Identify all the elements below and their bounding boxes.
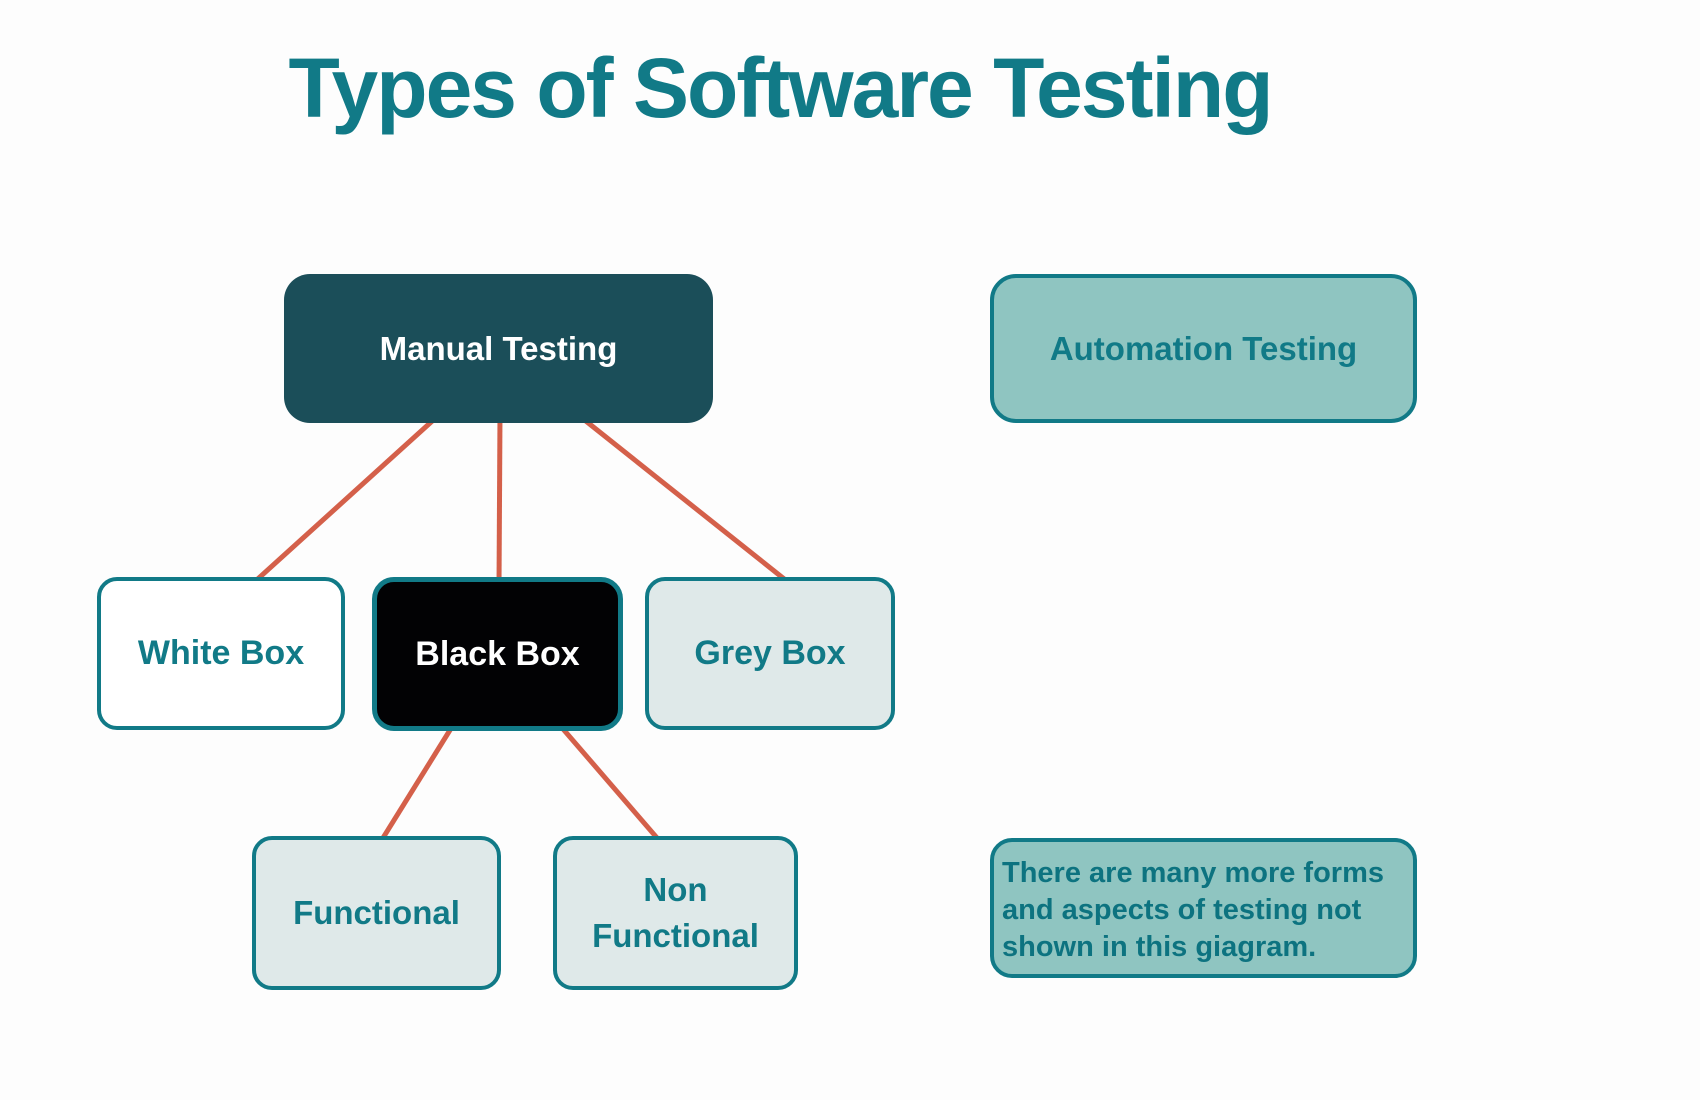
- edge-manual-to-black_box: [496, 413, 503, 587]
- node-black-box-label: Black Box: [415, 634, 580, 673]
- edge-black_box-to-functional: [375, 720, 458, 848]
- edge-black_box-to-non_functional: [555, 720, 666, 848]
- node-white-box-label: White Box: [137, 634, 305, 672]
- node-automation-testing: Automation Testing: [990, 274, 1417, 423]
- node-non-functional-label: Non Functional: [592, 870, 759, 954]
- node-black-box: Black Box: [372, 577, 623, 731]
- node-grey-box-label: Grey Box: [694, 634, 846, 672]
- note-text: There are many more forms and aspects of…: [1002, 857, 1384, 963]
- node-white-box: White Box: [97, 577, 345, 730]
- edge-manual-to-white_box: [248, 412, 442, 588]
- node-manual-testing-label: Manual Testing: [379, 329, 618, 367]
- diagram-title: Types of Software Testing: [288, 41, 1273, 135]
- node-functional: Functional: [252, 836, 501, 990]
- edge-manual-to-grey_box: [575, 412, 795, 588]
- node-non-functional: Non Functional: [553, 836, 798, 990]
- node-manual-testing: Manual Testing: [284, 274, 713, 423]
- node-functional-label: Functional: [293, 894, 460, 931]
- node-grey-box: Grey Box: [645, 577, 895, 730]
- note-box: There are many more forms and aspects of…: [990, 838, 1417, 978]
- node-automation-testing-label: Automation Testing: [1049, 329, 1358, 367]
